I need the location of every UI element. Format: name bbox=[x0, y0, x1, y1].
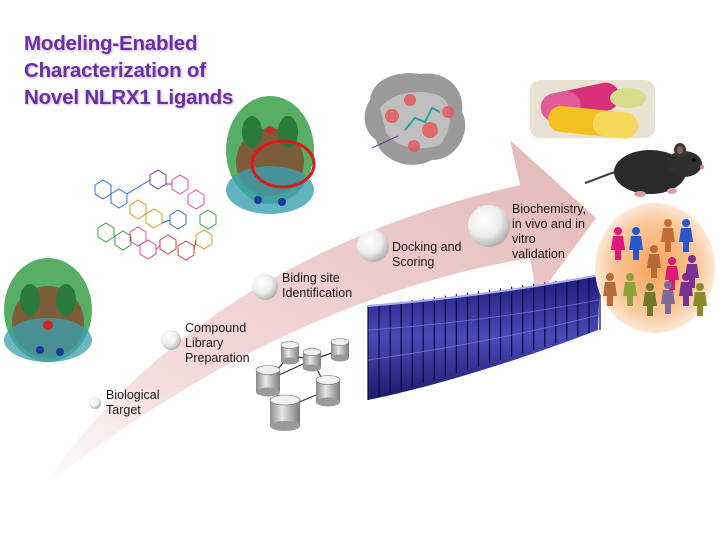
person-figure bbox=[665, 257, 679, 290]
mouse-icon bbox=[584, 143, 704, 197]
person-figure bbox=[679, 219, 693, 252]
step-sphere-4 bbox=[357, 230, 389, 262]
server-rack-icon bbox=[367, 274, 601, 400]
person-figure bbox=[629, 227, 643, 260]
person-figure bbox=[603, 273, 617, 306]
person-figure bbox=[679, 273, 693, 306]
person-figure bbox=[643, 283, 657, 316]
step-label-docking-scoring: Docking and Scoring bbox=[392, 240, 462, 269]
person-figure bbox=[661, 281, 675, 314]
step-sphere-2 bbox=[161, 330, 181, 350]
person-figure bbox=[685, 255, 699, 288]
person-figure bbox=[647, 245, 661, 278]
step-label-binding-site: Biding site Identification bbox=[282, 271, 353, 300]
step-sphere-1 bbox=[89, 397, 101, 409]
person-figure bbox=[611, 227, 625, 260]
workflow-arrow bbox=[42, 140, 596, 488]
docking-surface-icon bbox=[364, 73, 466, 165]
step-sphere-5 bbox=[468, 205, 510, 247]
binding-site-protein-icon bbox=[226, 96, 316, 214]
person-figure bbox=[661, 219, 675, 252]
person-figure bbox=[623, 273, 637, 306]
title-line-1: Modeling-Enabled bbox=[24, 32, 198, 55]
protein-structure-icon bbox=[4, 258, 92, 362]
step-label-compound-library: Compound Library Preparation bbox=[185, 321, 250, 365]
person-figure bbox=[693, 283, 707, 316]
title-line-2: Characterization of bbox=[24, 59, 206, 82]
step-sphere-3 bbox=[252, 274, 278, 300]
title-line-3: Novel NLRX1 Ligands bbox=[24, 86, 234, 109]
step-label-biological-target: Biological Target bbox=[106, 388, 160, 417]
database-network-icon bbox=[255, 338, 350, 431]
step-label-validation: Biochemistry, in vivo and in vitro valid… bbox=[512, 202, 587, 261]
pills-icon bbox=[530, 80, 655, 139]
page-title: Modeling-Enabled Characterization of Nov… bbox=[24, 30, 233, 111]
chemical-structures-icon bbox=[94, 169, 217, 261]
people-icon bbox=[595, 203, 715, 333]
